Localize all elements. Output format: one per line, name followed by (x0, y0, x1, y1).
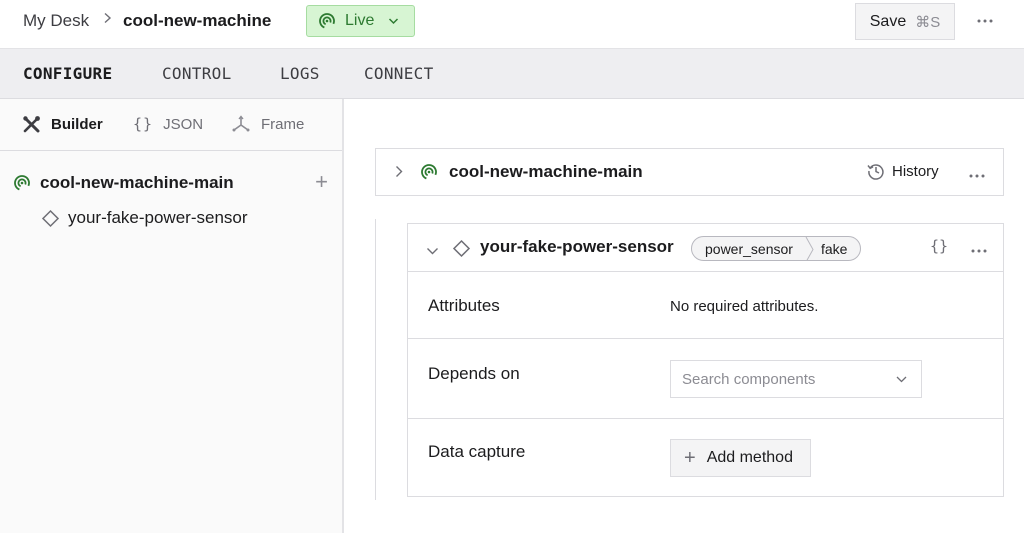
more-options-icon[interactable] (975, 12, 995, 30)
live-signal-icon (420, 163, 438, 186)
tree-item-machine-main[interactable]: cool-new-machine-main + (13, 169, 328, 194)
component-type-pill: power_sensor fake (691, 236, 862, 261)
view-tab-json-label: JSON (163, 115, 204, 133)
history-button[interactable]: History (867, 162, 939, 180)
attributes-row: Attributes No required attributes. (408, 273, 1003, 339)
tab-logs[interactable]: LOGS (280, 64, 320, 83)
save-button[interactable]: Save ⌘S (855, 3, 955, 40)
view-tab-json[interactable]: {} JSON (133, 115, 203, 133)
status-badge[interactable]: Live (306, 5, 415, 37)
add-method-button[interactable]: + Add method (670, 439, 811, 477)
add-component-icon[interactable]: + (315, 169, 328, 194)
data-capture-row: Data capture + Add method (408, 419, 1003, 497)
history-label: History (892, 162, 939, 180)
attributes-value: No required attributes. (670, 298, 819, 315)
view-tab-builder-label: Builder (51, 116, 103, 133)
tab-control[interactable]: CONTROL (162, 64, 232, 83)
tree-item-label: your-fake-power-sensor (68, 208, 248, 227)
depends-on-row: Depends on Search components (408, 339, 1003, 419)
chevron-down-icon[interactable] (426, 242, 439, 260)
view-tabs: Builder {} JSON Frame (0, 99, 342, 151)
axes-icon (231, 115, 251, 133)
component-model: fake (820, 240, 848, 257)
save-shortcut: ⌘S (915, 13, 941, 31)
tree-item-component[interactable]: your-fake-power-sensor (41, 208, 248, 228)
main-tabs: CONFIGURE CONTROL LOGS CONNECT (0, 49, 1024, 99)
top-header: My Desk cool-new-machine Live Save ⌘S (0, 0, 1024, 49)
json-view-icon[interactable]: {} (930, 237, 949, 255)
tab-configure[interactable]: CONFIGURE (23, 64, 113, 83)
live-signal-icon (318, 12, 336, 30)
tree-item-label: cool-new-machine-main (40, 173, 234, 192)
more-options-icon[interactable] (969, 165, 985, 183)
view-tab-frame[interactable]: Frame (231, 115, 304, 133)
history-icon (867, 162, 885, 180)
depends-on-label: Depends on (428, 364, 520, 383)
component-header: your-fake-power-sensor power_sensor fake… (408, 224, 1003, 272)
more-options-icon[interactable] (971, 240, 987, 258)
breadcrumb-chevron-icon (103, 11, 112, 28)
data-capture-label: Data capture (428, 442, 526, 461)
tools-icon (22, 115, 41, 134)
save-button-label: Save (869, 12, 907, 30)
status-badge-label: Live (345, 12, 375, 29)
chevron-right-icon[interactable] (395, 165, 403, 183)
diamond-icon (41, 209, 60, 228)
search-components-placeholder: Search components (682, 370, 816, 388)
tab-connect[interactable]: CONNECT (364, 64, 434, 83)
plus-icon: + (684, 447, 696, 469)
sidebar: Builder {} JSON Frame cool-new-machine-m… (0, 99, 344, 533)
live-signal-icon (13, 174, 31, 192)
chevron-down-icon (896, 376, 907, 383)
machine-part-title: cool-new-machine-main (449, 162, 643, 181)
view-tab-builder[interactable]: Builder (22, 115, 103, 134)
breadcrumb-current: cool-new-machine (123, 11, 272, 30)
component-type: power_sensor (705, 240, 793, 257)
braces-icon: {} (133, 115, 154, 133)
breadcrumb-root[interactable]: My Desk (23, 11, 90, 30)
component-card: your-fake-power-sensor power_sensor fake… (407, 223, 1004, 497)
add-method-label: Add method (706, 449, 793, 466)
attributes-label: Attributes (428, 296, 500, 315)
component-title: your-fake-power-sensor (480, 237, 674, 256)
machine-part-card: cool-new-machine-main History (375, 148, 1004, 196)
search-components-select[interactable]: Search components (670, 360, 922, 398)
tree-guide-line (375, 219, 376, 500)
view-tab-frame-label: Frame (261, 115, 305, 133)
chevron-down-icon (388, 17, 399, 25)
diamond-icon (452, 239, 471, 263)
pill-separator-icon (805, 237, 815, 260)
